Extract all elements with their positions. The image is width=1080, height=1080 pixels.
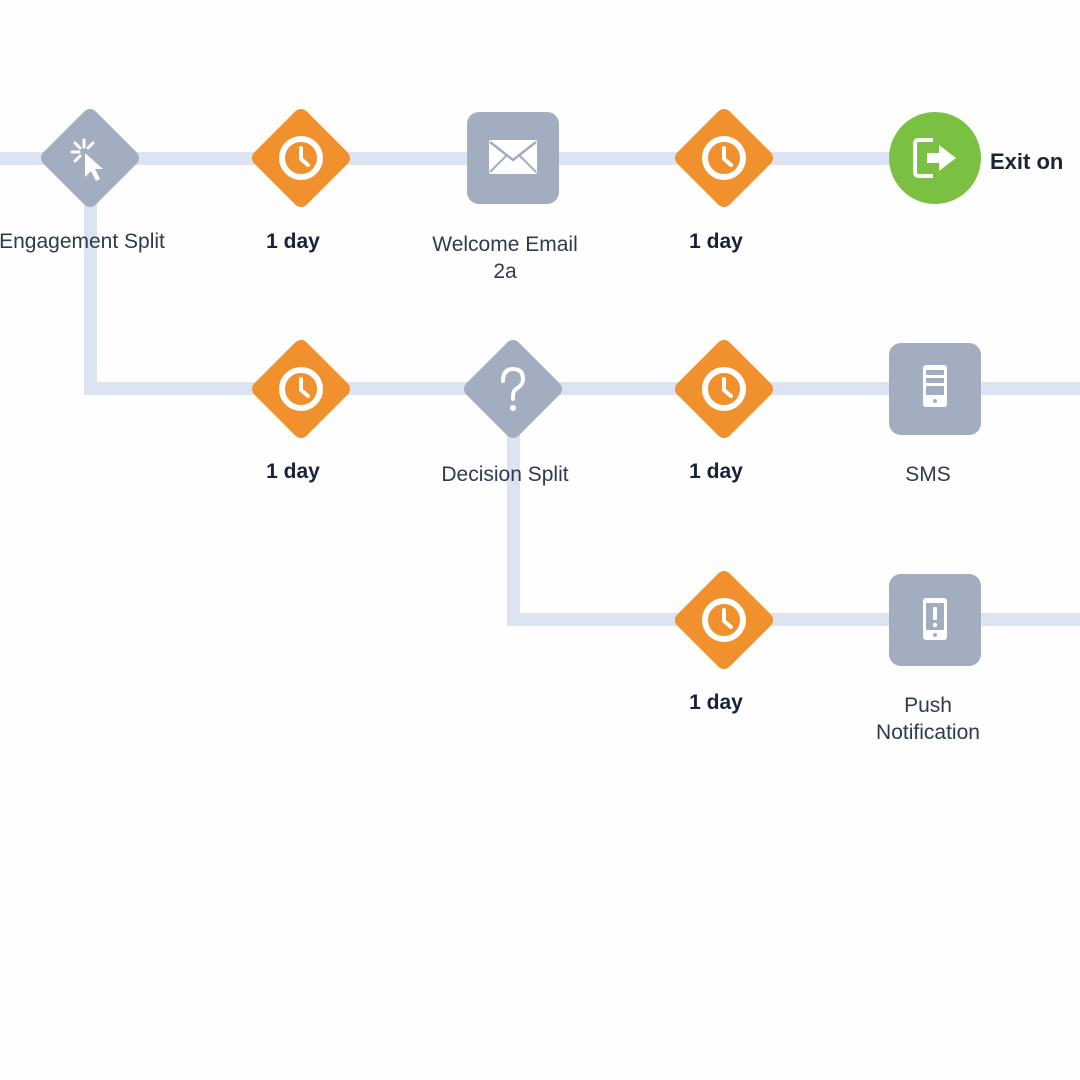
envelope-icon — [489, 140, 537, 174]
exit-arrow-icon — [913, 138, 956, 178]
clock-icon — [702, 598, 746, 642]
push-notification-label: Push Notification — [876, 694, 980, 744]
wait-node-row1-a[interactable] — [247, 104, 355, 212]
wait-node-row2-a[interactable] — [247, 335, 355, 443]
decision-split-node[interactable] — [459, 335, 567, 443]
cursor-click-icon — [70, 138, 103, 181]
clock-icon — [279, 136, 323, 180]
connector-engagement-branch-vertical — [84, 160, 97, 395]
connector-decision-branch-vertical — [507, 390, 520, 626]
question-mark-icon — [501, 366, 526, 411]
wait-label-row2-a: 1 day — [266, 460, 320, 483]
engagement-split-node[interactable] — [36, 104, 144, 212]
wait-label-row1-a: 1 day — [266, 230, 320, 253]
engagement-split-label: Engagement Split — [0, 230, 165, 253]
sms-node[interactable] — [881, 335, 989, 443]
wait-node-row3[interactable] — [670, 566, 778, 674]
welcome-email-label: Welcome Email 2a — [432, 233, 578, 283]
wait-label-row2-b: 1 day — [689, 460, 743, 483]
sms-label: SMS — [905, 463, 951, 486]
wait-label-row3: 1 day — [689, 691, 743, 714]
mobile-phone-icon — [923, 365, 947, 407]
exit-label: Exit on — [990, 149, 1064, 174]
push-notification-node[interactable] — [881, 566, 989, 674]
decision-split-label: Decision Split — [441, 463, 569, 486]
wait-node-row2-b[interactable] — [670, 335, 778, 443]
connector-row3 — [507, 613, 1080, 626]
clock-icon — [702, 136, 746, 180]
welcome-email-node[interactable] — [459, 104, 567, 212]
wait-node-row1-b[interactable] — [670, 104, 778, 212]
clock-icon — [702, 367, 746, 411]
exit-node[interactable] — [881, 104, 989, 212]
clock-icon — [279, 367, 323, 411]
mobile-alert-icon — [923, 598, 947, 640]
wait-label-row1-b: 1 day — [689, 230, 743, 253]
